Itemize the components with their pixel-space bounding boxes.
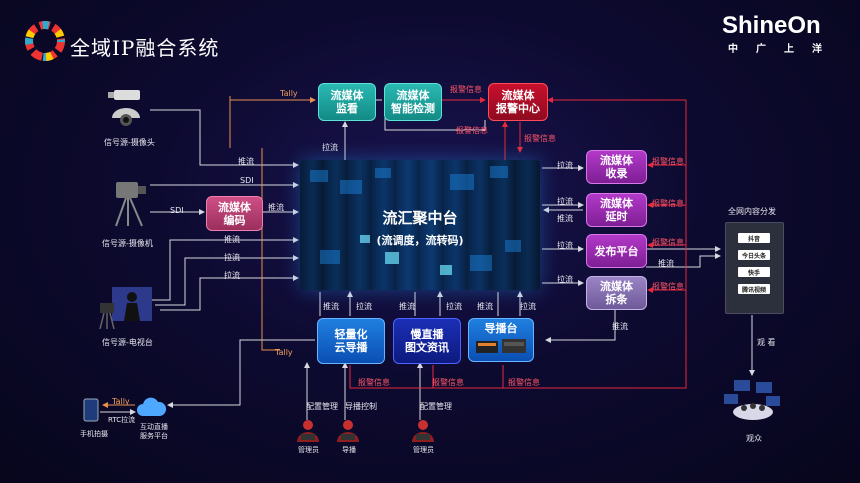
config-mgmt-label-2: 配置管理 xyxy=(420,402,452,411)
watch-label: 观 看 xyxy=(757,338,776,347)
push-label-3: 推流 xyxy=(224,235,240,244)
stream-split-box[interactable]: 流媒体 拆条 xyxy=(586,276,647,310)
app-kuaishou: 快手 xyxy=(738,267,770,277)
tally-label-phone: Tally xyxy=(112,397,130,406)
brand-logo: ShineOn xyxy=(722,12,821,39)
push-label-2: 推流 xyxy=(268,203,284,212)
phone-icon xyxy=(83,398,99,422)
stream-record-box[interactable]: 流媒体 收录 xyxy=(586,150,647,184)
sdi-label-1: SDI xyxy=(240,176,254,185)
push-label-publish: 推流 xyxy=(658,259,674,268)
alarm-info-record: 报警信息 xyxy=(652,157,684,166)
stream-encode-box[interactable]: 流媒体 编码 xyxy=(206,196,263,231)
pull-label-1: 拉流 xyxy=(224,253,240,262)
hub-subtitle: (流调度，流转码) xyxy=(376,234,464,247)
push-label-slow: 推流 xyxy=(399,302,415,311)
cloud-icon xyxy=(137,397,167,416)
pull-label-director: 拉流 xyxy=(520,302,536,311)
operator-admin-label-2: 管理员 xyxy=(413,446,434,454)
rtc-pull-label: RTC拉流 xyxy=(108,416,136,424)
pull-label-publish: 拉流 xyxy=(557,241,573,250)
camcorder-source-label: 信号源-摄像机 xyxy=(102,239,153,248)
studio-source-label: 信号源-电视台 xyxy=(102,338,153,347)
pull-label-monitor: 拉流 xyxy=(322,143,338,152)
stream-alarm-box[interactable]: 流媒体 报警中心 xyxy=(488,83,548,121)
tally-label-top: Tally xyxy=(280,89,298,98)
alarm-info-2: 报警信息 xyxy=(456,126,488,135)
push-label-1: 推流 xyxy=(238,157,254,166)
stream-delay-box[interactable]: 流媒体 延时 xyxy=(586,193,647,227)
director-console-box[interactable]: 导播台 xyxy=(468,318,534,362)
pull-label-delay: 拉流 xyxy=(557,197,573,206)
alarm-info-slow: 报警信息 xyxy=(432,378,464,387)
page-title: 全域IP融合系统 xyxy=(70,36,220,60)
push-label-split: 推流 xyxy=(612,322,628,331)
pull-label-slow: 拉流 xyxy=(446,302,462,311)
platform-label-2: 服务平台 xyxy=(140,432,168,440)
pull-label-cloud: 拉流 xyxy=(356,302,372,311)
sdi-label-2: SDI xyxy=(170,206,184,215)
platform-label-1: 互动直播 xyxy=(140,423,168,431)
config-mgmt-label-1: 配置管理 xyxy=(306,402,338,411)
push-label-cloud: 推流 xyxy=(323,302,339,311)
app-tencent-video: 腾讯视频 xyxy=(738,284,770,294)
operator-icon xyxy=(412,420,434,442)
cloud-director-box[interactable]: 轻量化 云导播 xyxy=(317,318,385,364)
hub-grid-decoration xyxy=(310,166,521,275)
distribution-title: 全网内容分发 xyxy=(728,207,776,216)
tally-label-bottom: Tally xyxy=(275,348,293,357)
alarm-info-director: 报警信息 xyxy=(508,378,540,387)
camcorder-icon xyxy=(115,182,146,227)
director-console-icon xyxy=(476,339,526,353)
pull-label-record: 拉流 xyxy=(557,161,573,170)
alarm-info-delay: 报警信息 xyxy=(652,199,684,208)
security-camera-icon xyxy=(108,90,140,126)
operator-director-label: 导播 xyxy=(342,446,356,454)
app-douyin: 抖音 xyxy=(738,233,770,243)
camera-source-label: 信号源-摄像头 xyxy=(104,138,155,147)
operator-icon xyxy=(297,420,319,442)
stream-monitor-box[interactable]: 流媒体 监看 xyxy=(318,83,376,121)
push-label-director: 推流 xyxy=(477,302,493,311)
alarm-info-cloud: 报警信息 xyxy=(358,378,390,387)
operator-icon xyxy=(337,420,359,442)
stream-detection-box[interactable]: 流媒体 智能检测 xyxy=(384,83,442,121)
alarm-info-3: 报警信息 xyxy=(524,134,556,143)
app-toutiao: 今日头条 xyxy=(738,250,770,260)
alarm-info-1: 报警信息 xyxy=(450,85,482,94)
operator-admin-label-1: 管理员 xyxy=(298,446,319,454)
phone-label: 手机拍摄 xyxy=(80,430,108,438)
push-label-delay: 推流 xyxy=(557,214,573,223)
alarm-info-split: 报警信息 xyxy=(652,282,684,291)
audience-icon xyxy=(724,380,780,420)
pull-label-split: 拉流 xyxy=(557,275,573,284)
tv-studio-icon xyxy=(99,287,152,329)
director-control-label: 导播控制 xyxy=(345,402,377,411)
slow-live-box[interactable]: 慢直播 图文资讯 xyxy=(393,318,461,364)
audience-label: 观众 xyxy=(746,434,762,443)
alarm-info-publish: 报警信息 xyxy=(652,238,684,247)
brand-subtitle: 中广上洋 xyxy=(728,44,840,55)
publish-platform-box[interactable]: 发布平台 xyxy=(586,234,647,268)
pull-label-2: 拉流 xyxy=(224,271,240,280)
hub-title: 流汇聚中台 xyxy=(382,209,458,227)
logo-icon xyxy=(25,21,65,61)
